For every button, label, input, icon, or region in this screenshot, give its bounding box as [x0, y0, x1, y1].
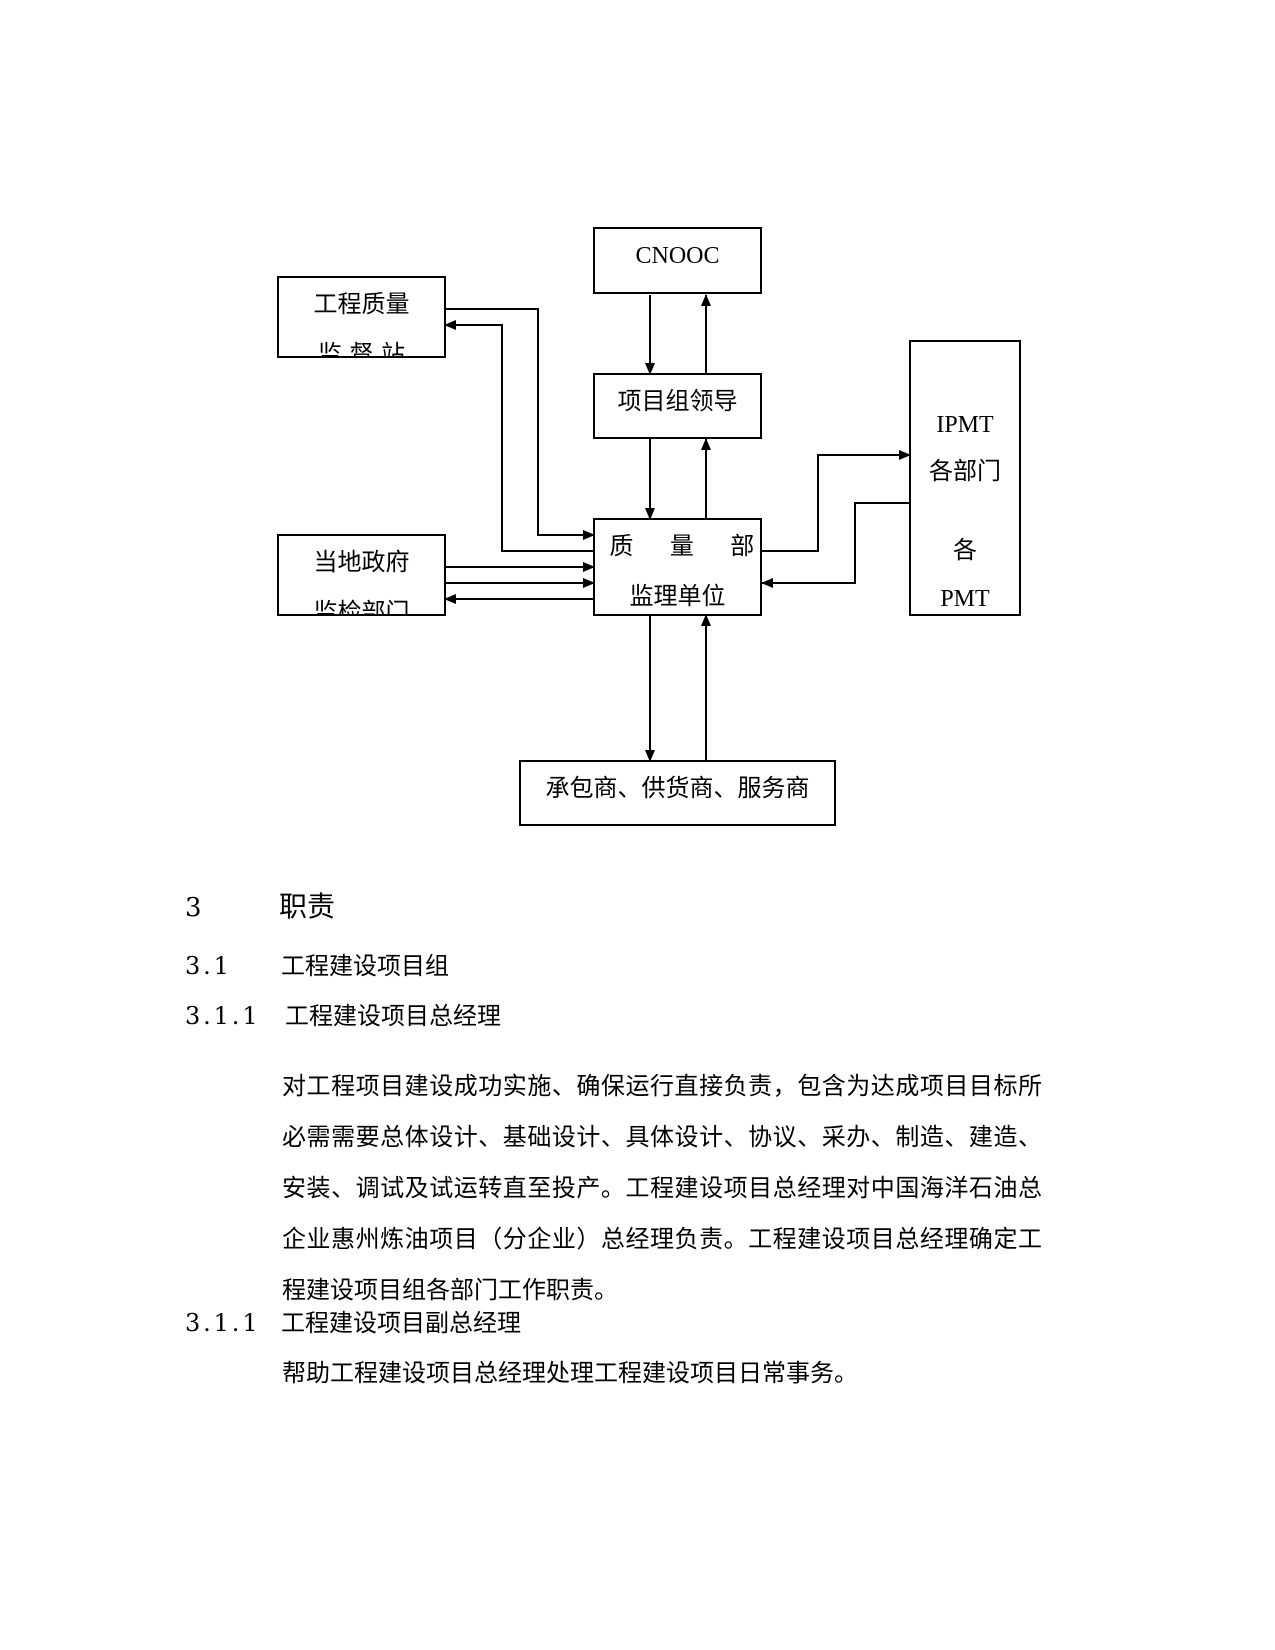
section-3-title: 职责: [279, 890, 336, 923]
arrow-quality-to-ipmt: [762, 450, 911, 552]
section-3-1-1b-number: 3.1.1: [185, 1309, 261, 1337]
cnooc-label: CNOOC: [635, 243, 720, 269]
section-3-number: 3: [185, 893, 202, 923]
quality-dept-label-1: 质 量 部: [609, 532, 762, 560]
project-leader-box: 项目组领导: [593, 373, 762, 439]
arrow-ipmt-to-quality: [761, 502, 910, 588]
arrow-quality-to-supervision: [444, 320, 594, 552]
project-leader-label: 项目组领导: [617, 387, 738, 415]
local-gov-label-1: 当地政府: [313, 548, 410, 576]
section-3-1-title: 工程建设项目组: [281, 952, 449, 980]
ipmt-label-4: PMT: [940, 586, 990, 612]
quality-dept-box: 质 量 部 监理单位: [593, 518, 762, 616]
org-chart-connectors: [444, 294, 911, 762]
ipmt-box: IPMT 各部门 各 PMT: [909, 340, 1021, 616]
quality-supervision-label-1: 工程质量: [313, 290, 410, 318]
cnooc-box: CNOOC: [593, 227, 762, 294]
local-gov-box: 当地政府 监检部门: [277, 534, 446, 616]
arrow-supervision-to-quality: [445, 308, 595, 540]
section-3-1-1-number: 3.1.1: [185, 1002, 261, 1030]
section-3-1-1b-title: 工程建设项目副总经理: [281, 1309, 521, 1337]
ipmt-label-3: 各: [953, 536, 977, 564]
quality-supervision-box: 工程质量 监 督 站: [277, 276, 446, 358]
contractors-label: 承包商、供货商、服务商: [545, 774, 810, 802]
local-gov-label-2: 监检部门: [313, 598, 410, 616]
section-3-1-1b-body: 帮助工程建设项目总经理处理工程建设项目日常事务。: [282, 1359, 858, 1387]
section-3-1-number: 3.1: [185, 952, 232, 980]
contractors-box: 承包商、供货商、服务商: [519, 760, 836, 826]
section-3-1-1-title: 工程建设项目总经理: [285, 1002, 501, 1030]
quality-dept-label-2: 监理单位: [629, 582, 726, 610]
quality-supervision-label-2: 监 督 站: [317, 340, 406, 358]
section-3-1-1-body: 对工程项目建设成功实施、确保运行直接负责，包含为达成项目目标所必需需要总体设计、…: [282, 1072, 1042, 1304]
ipmt-label-2: 各部门: [929, 457, 1001, 485]
ipmt-label-1: IPMT: [936, 412, 994, 438]
